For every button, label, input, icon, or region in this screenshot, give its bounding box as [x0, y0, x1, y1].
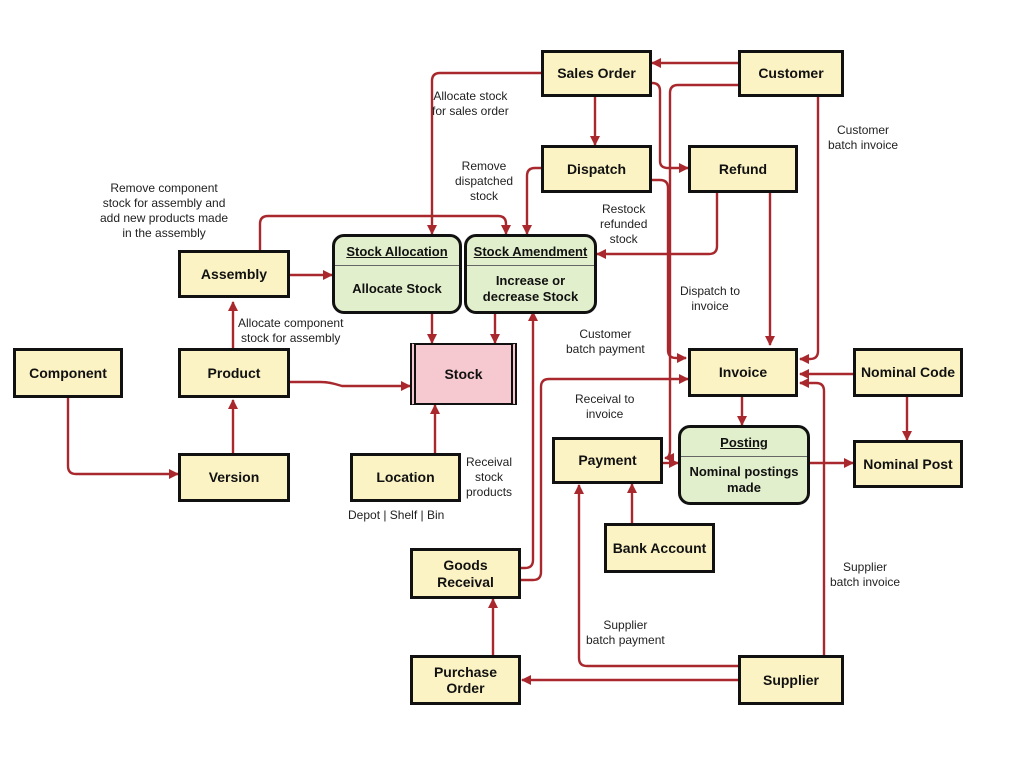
goods-receival-entity[interactable]: Goods Receival: [410, 548, 521, 599]
arrow-dispatch-to-stock-amendment: [522, 166, 541, 235]
stock-allocation-body: Allocate Stock: [352, 280, 442, 296]
label-supplier-batch-invoice: Supplier batch invoice: [830, 560, 901, 589]
stock-amendment-body: Increase or decrease Stock: [482, 272, 579, 304]
label-customer-batch-invoice: Customer batch invoice: [828, 123, 899, 152]
arrow-goods-receival-to-invoice: [521, 374, 689, 582]
dispatch-entity[interactable]: Dispatch: [541, 145, 652, 193]
sales-order-entity[interactable]: Sales Order: [541, 50, 652, 97]
label-location-detail: Depot | Shelf | Bin: [348, 508, 445, 522]
label-dispatch-to-invoice: Dispatch to invoice: [680, 284, 741, 313]
stock-amendment-process[interactable]: Stock Amendment Increase or decrease Sto…: [464, 234, 597, 314]
stock-allocation-process[interactable]: Stock Allocation Allocate Stock: [332, 234, 462, 314]
stock-store[interactable]: Stock: [410, 343, 517, 405]
payment-entity[interactable]: Payment: [552, 437, 663, 484]
arrow-sales-order-to-refund: [651, 81, 689, 173]
arrow-supplier-to-payment: [574, 484, 738, 668]
label-restock-refunded-stock: Restock refunded stock: [600, 202, 648, 246]
label-supplier-batch-payment: Supplier batch payment: [586, 618, 665, 647]
arrow-component-to-version: [66, 398, 179, 479]
label-allocate-stock-for-sales-order: Allocate stock for sales order: [432, 89, 509, 118]
arrow-supplier-to-invoice: [799, 378, 826, 655]
location-entity[interactable]: Location: [350, 453, 461, 502]
arrow-customer-to-invoice: [799, 97, 820, 364]
nominal-code-entity[interactable]: Nominal Code: [853, 348, 963, 397]
arrow-goods-receival-to-stock-amendment: [519, 311, 538, 570]
label-remove-dispatched-stock: Remove dispatched stock: [455, 159, 514, 203]
label-allocate-component-stock: Allocate component stock for assembly: [238, 316, 344, 345]
posting-process[interactable]: Posting Nominal postings made: [678, 425, 810, 505]
arrow-product-to-stock: [290, 380, 411, 391]
posting-title: Posting: [681, 428, 807, 457]
customer-entity[interactable]: Customer: [738, 50, 844, 97]
arrow-customer-to-payment: [664, 83, 738, 463]
product-entity[interactable]: Product: [178, 348, 290, 398]
bank-account-entity[interactable]: Bank Account: [604, 523, 715, 573]
label-remove-component-stock: Remove component stock for assembly and …: [100, 181, 229, 240]
invoice-entity[interactable]: Invoice: [688, 348, 798, 397]
label-customer-batch-payment: Customer batch payment: [566, 327, 645, 356]
arrow-sales-order-to-stock-allocation: [427, 71, 541, 235]
label-receival-stock-products: Receival stock products: [466, 455, 513, 499]
posting-body: Nominal postings made: [689, 463, 799, 495]
nominal-post-entity[interactable]: Nominal Post: [853, 440, 963, 488]
assembly-entity[interactable]: Assembly: [178, 250, 290, 298]
stock-allocation-title: Stock Allocation: [335, 237, 459, 266]
label-receival-to-invoice: Receival to invoice: [575, 392, 635, 421]
arrow-dispatch-to-invoice: [652, 178, 687, 363]
arrow-assembly-to-stock-amendment: [258, 214, 511, 250]
supplier-entity[interactable]: Supplier: [738, 655, 844, 705]
arrow-refund-to-stock-amendment: [596, 193, 719, 259]
component-entity[interactable]: Component: [13, 348, 123, 398]
version-entity[interactable]: Version: [178, 453, 290, 502]
refund-entity[interactable]: Refund: [688, 145, 798, 193]
stock-amendment-title: Stock Amendment: [467, 237, 594, 266]
purchase-order-entity[interactable]: Purchase Order: [410, 655, 521, 705]
